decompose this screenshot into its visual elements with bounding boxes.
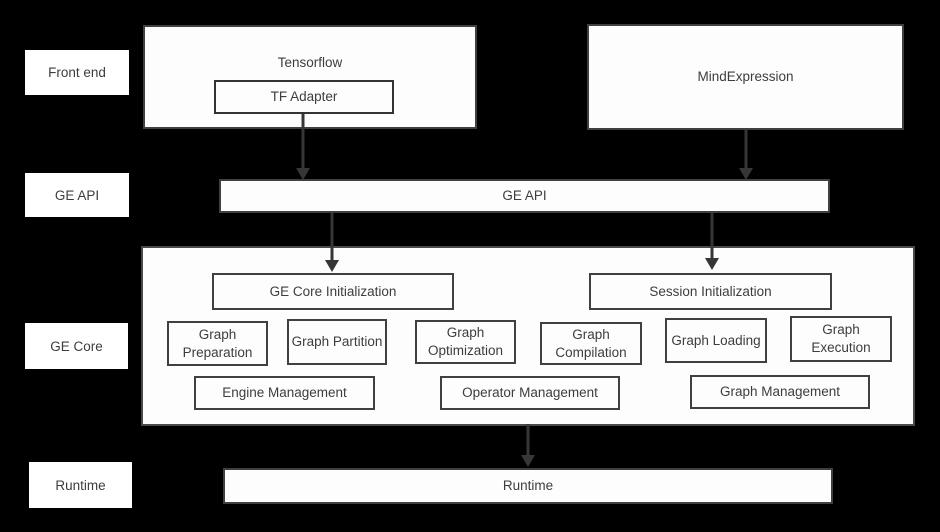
arrow-shaft: [526, 424, 530, 457]
arrow-shaft: [744, 130, 748, 170]
graph-loading-box: Graph Loading: [665, 318, 767, 363]
graph-preparation-label: Graph Preparation: [182, 326, 253, 360]
ge-api-bar: GE API: [219, 179, 830, 213]
row-label-ge-api: GE API: [25, 173, 129, 217]
runtime-label: Runtime: [502, 478, 554, 494]
operator-management-label: Operator Management: [462, 385, 598, 401]
row-label-runtime: Runtime: [29, 462, 132, 508]
session-initialization-box: Session Initialization: [589, 273, 832, 310]
graph-partition-box: Graph Partition: [287, 319, 387, 365]
runtime-bar: Runtime: [223, 468, 833, 504]
tf-adapter-box: TF Adapter: [214, 80, 394, 114]
ge-core-initialization-box: GE Core Initialization: [212, 273, 454, 310]
mindexpression-label: MindExpression: [697, 69, 794, 85]
tensorflow-label: Tensorflow: [277, 55, 343, 70]
arrow-head-icon: [325, 260, 339, 272]
row-label-front-end: Front end: [25, 50, 129, 95]
tf-adapter-label: TF Adapter: [270, 89, 338, 105]
arrow-ge-api-to-ge-core-init: [325, 213, 339, 272]
arrow-head-icon: [296, 168, 310, 180]
graph-management-label: Graph Management: [719, 384, 841, 400]
arrow-tf-adapter-to-ge-api: [296, 114, 310, 180]
arrow-head-icon: [521, 455, 535, 467]
graph-compilation-label: Graph Compilation: [555, 326, 627, 360]
graph-execution-box: Graph Execution: [790, 316, 892, 362]
engine-management-box: Engine Management: [194, 376, 375, 410]
operator-management-box: Operator Management: [440, 376, 620, 410]
arrow-shaft: [710, 213, 714, 260]
arrow-ge-api-to-session-init: [705, 213, 719, 270]
ge-core-initialization-label: GE Core Initialization: [269, 283, 397, 299]
graph-management-box: Graph Management: [690, 375, 870, 409]
arrow-shaft: [330, 213, 334, 262]
row-label-ge-core: GE Core: [25, 323, 128, 369]
arrow-head-icon: [705, 258, 719, 270]
graph-optimization-box: Graph Optimization: [415, 320, 516, 364]
graph-partition-label: Graph Partition: [291, 334, 383, 350]
graph-compilation-box: Graph Compilation: [540, 322, 642, 365]
arrow-head-icon: [739, 168, 753, 180]
graph-loading-label: Graph Loading: [671, 332, 761, 348]
graph-preparation-box: Graph Preparation: [167, 321, 268, 366]
mindexpression-box: MindExpression: [587, 24, 904, 130]
arrow-shaft: [301, 114, 305, 170]
engine-management-label: Engine Management: [222, 385, 347, 401]
graph-execution-label: Graph Execution: [811, 322, 871, 355]
arrow-ge-core-to-runtime: [521, 424, 535, 467]
graph-optimization-label: Graph Optimization: [427, 325, 504, 358]
arrow-mindexpression-to-ge-api: [739, 130, 753, 180]
session-initialization-label: Session Initialization: [649, 283, 772, 299]
ge-api-label: GE API: [502, 188, 547, 204]
